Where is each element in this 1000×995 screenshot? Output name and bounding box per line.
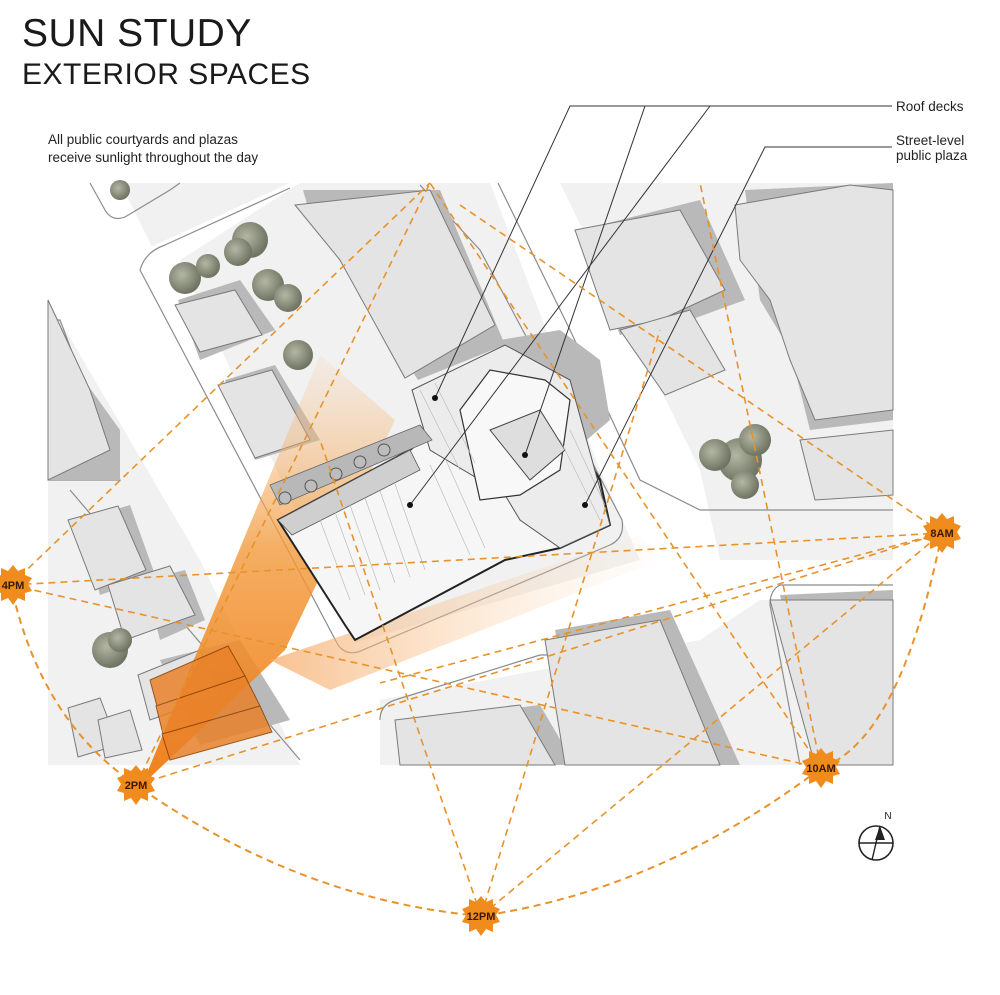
callout-points (407, 395, 588, 508)
project-building (269, 344, 612, 642)
buildings (47, 184, 894, 766)
highlighted-buildings (149, 645, 273, 761)
sunlight-note-line-2: receive sunlight throughout the day (48, 150, 259, 165)
sun-beam-4pm (270, 535, 660, 690)
callout-roof-decks: Roof decks (896, 99, 964, 114)
sun-label-12pm: 12PM (467, 911, 496, 923)
callout-plaza-line-1: Street-level (896, 133, 965, 148)
trees (92, 180, 771, 668)
sun-label-8am: 8AM (930, 528, 953, 540)
callout-plaza-line-2: public plaza (896, 148, 968, 163)
sun-marker-4pm: 4PM (0, 565, 32, 605)
sun-marker-10am: 10AM (802, 748, 840, 788)
north-arrow-icon: N (858, 811, 894, 861)
sun-label-4pm: 4PM (2, 580, 25, 592)
courtyard-planters (278, 443, 391, 505)
page-title: SUN STUDY (22, 12, 252, 55)
callout-public-plaza: Street-level public plaza (896, 133, 967, 163)
sun-rays (10, 182, 943, 917)
sunlight-note-line-1: All public courtyards and plazas (48, 132, 238, 147)
sun-marker-2pm: 2PM (117, 765, 155, 805)
sunlight-note: All public courtyards and plazas receive… (48, 131, 258, 167)
sun-marker-12pm: 12PM (462, 896, 500, 936)
page-subtitle: EXTERIOR SPACES (22, 58, 311, 91)
callout-leader-lines (409, 105, 892, 506)
sun-label-10am: 10AM (806, 763, 835, 775)
sun-marker-8am: 8AM (923, 513, 961, 553)
sun-label-2pm: 2PM (125, 780, 148, 792)
north-label: N (884, 811, 891, 822)
